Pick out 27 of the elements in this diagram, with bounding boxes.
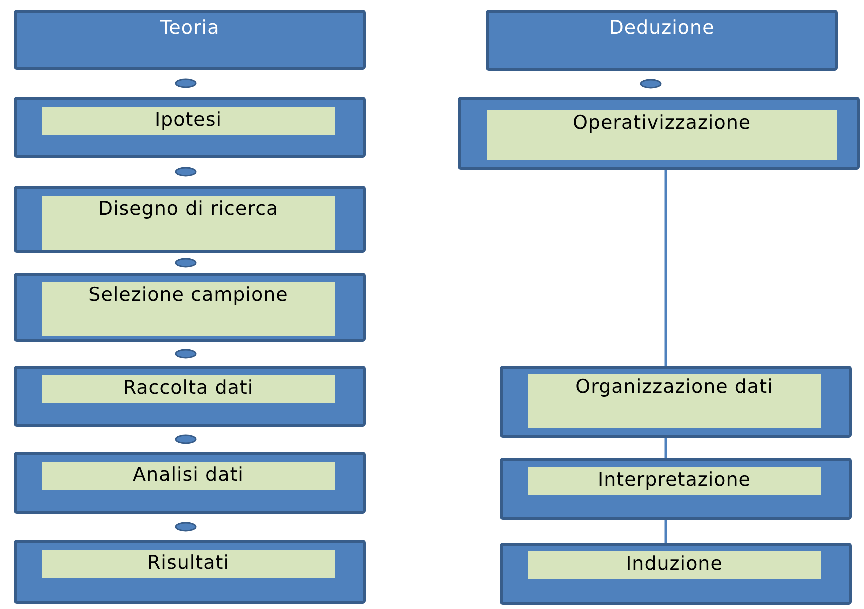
step-label: Ipotesi: [42, 107, 335, 135]
process-box: [486, 10, 838, 71]
heading-text: Teoria: [159, 17, 221, 39]
process-box: [500, 366, 852, 438]
step-label: Risultati: [42, 550, 335, 578]
process-box: [14, 10, 366, 70]
step-label: Raccolta dati: [42, 375, 335, 403]
process-box: [14, 366, 366, 427]
process-box: [14, 186, 366, 253]
heading-text: Deduzione: [608, 17, 716, 39]
connector-line: [664, 438, 668, 458]
process-box: [14, 540, 366, 604]
process-box: [500, 458, 852, 520]
step-label: Operativizzazione: [487, 110, 837, 160]
connector-line: [664, 170, 668, 366]
process-box: [500, 543, 852, 605]
connector-line: [664, 520, 668, 543]
process-box: [14, 273, 366, 342]
step-label: Disegno di ricerca: [42, 196, 335, 250]
step-label: Induzione: [528, 551, 821, 579]
step-label: Analisi dati: [42, 462, 335, 490]
step-label: Selezione campione: [42, 282, 335, 336]
step-label: Interpretazione: [528, 467, 821, 495]
process-box: [458, 97, 860, 170]
process-box: [14, 97, 366, 158]
process-box: [14, 452, 366, 514]
step-label: Organizzazione dati: [528, 374, 821, 428]
